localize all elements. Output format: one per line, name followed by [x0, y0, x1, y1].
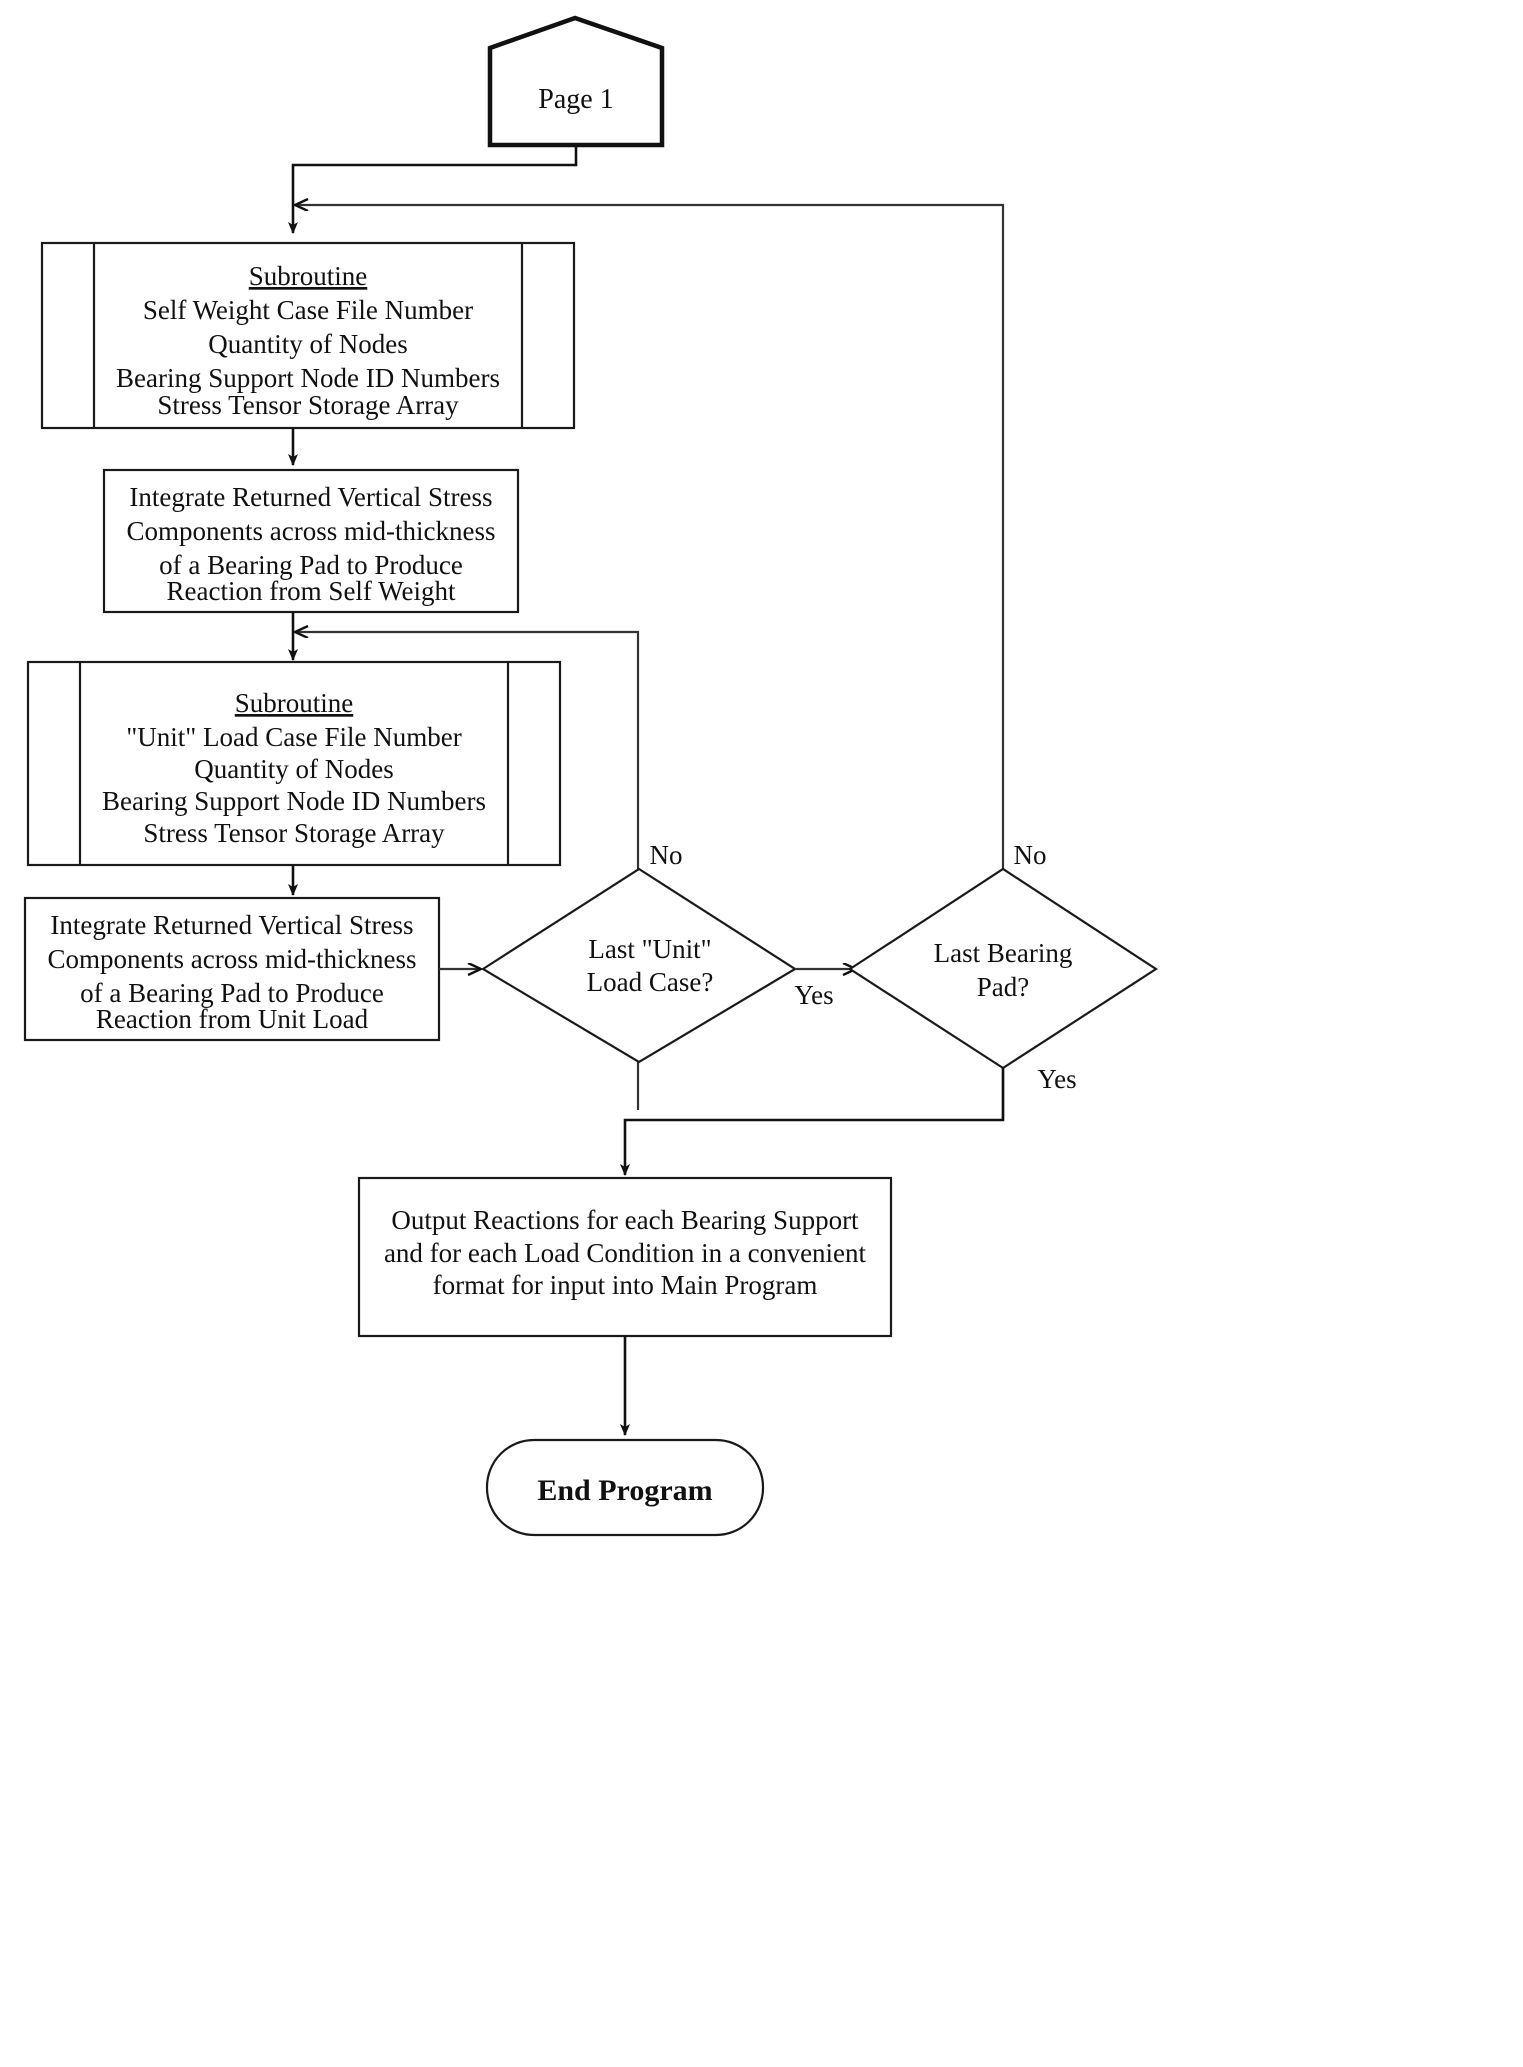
subroutine2-heading: Subroutine	[235, 688, 354, 718]
node-end-program[interactable]: End Program	[485, 1438, 765, 1537]
edge-page-to-subroutine1	[288, 147, 578, 234]
integrate2-line-2: Components across mid-thickness	[48, 944, 417, 974]
integrate1-line-1: Integrate Returned Vertical Stress	[129, 482, 492, 512]
subroutine1-line-1: Self Weight Case File Number	[143, 295, 473, 325]
node-page-connector[interactable]: Page 1	[487, 15, 665, 148]
integrate1-line-2: Components across mid-thickness	[127, 516, 496, 546]
subroutine2-line-2: Quantity of Nodes	[194, 754, 393, 784]
integrate1-line-4: Reaction from Self Weight	[166, 576, 456, 606]
node-subroutine-self-weight[interactable]: Subroutine Self Weight Case File Number …	[40, 241, 576, 430]
subroutine2-line-4: Stress Tensor Storage Array	[143, 818, 445, 848]
integrate2-line-1: Integrate Returned Vertical Stress	[50, 910, 413, 940]
subroutine2-line-1: "Unit" Load Case File Number	[126, 722, 461, 752]
subroutine1-heading: Subroutine	[249, 261, 368, 291]
subroutine1-line-3: Bearing Support Node ID Numbers	[116, 363, 500, 393]
decision1-line-1: Last "Unit"	[588, 934, 711, 964]
decision1-yes-label: Yes	[794, 980, 833, 1010]
decision1-no-label: No	[650, 840, 683, 870]
decision2-no-label: No	[1014, 840, 1047, 870]
output-line-3: format for input into Main Program	[433, 1270, 818, 1300]
integrate2-line-4: Reaction from Unit Load	[96, 1004, 369, 1034]
subroutine1-line-4: Stress Tensor Storage Array	[157, 390, 459, 420]
output-line-1: Output Reactions for each Bearing Suppor…	[391, 1205, 859, 1235]
decision2-line-2: Pad?	[977, 972, 1029, 1002]
edge-bearingpad-no-loop	[296, 205, 1005, 1120]
subroutine1-line-2: Quantity of Nodes	[208, 329, 407, 359]
integrate2-line-3: of a Bearing Pad to Produce	[80, 978, 384, 1008]
node-integrate-self-weight[interactable]: Integrate Returned Vertical Stress Compo…	[102, 468, 520, 614]
decision2-yes-label: Yes	[1037, 1064, 1076, 1094]
page-connector-label: Page 1	[538, 84, 613, 115]
node-integrate-unit-load[interactable]: Integrate Returned Vertical Stress Compo…	[23, 896, 441, 1042]
node-subroutine-unit-load[interactable]: Subroutine "Unit" Load Case File Number …	[26, 660, 562, 867]
subroutine2-line-3: Bearing Support Node ID Numbers	[102, 786, 486, 816]
node-decision-last-unit-load-case[interactable]: Last "Unit" Load Case? No Yes	[480, 840, 834, 1064]
decision1-line-2: Load Case?	[587, 967, 714, 997]
output-line-2: and for each Load Condition in a conveni…	[384, 1238, 867, 1268]
edge-decision2-yes-to-output	[620, 1068, 1005, 1176]
end-program-label: End Program	[537, 1474, 712, 1507]
decision2-line-1: Last Bearing	[934, 938, 1073, 968]
integrate1-line-3: of a Bearing Pad to Produce	[159, 550, 463, 580]
node-output-reactions[interactable]: Output Reactions for each Bearing Suppor…	[357, 1176, 893, 1338]
node-decision-last-bearing-pad[interactable]: Last Bearing Pad? No Yes	[847, 840, 1159, 1094]
